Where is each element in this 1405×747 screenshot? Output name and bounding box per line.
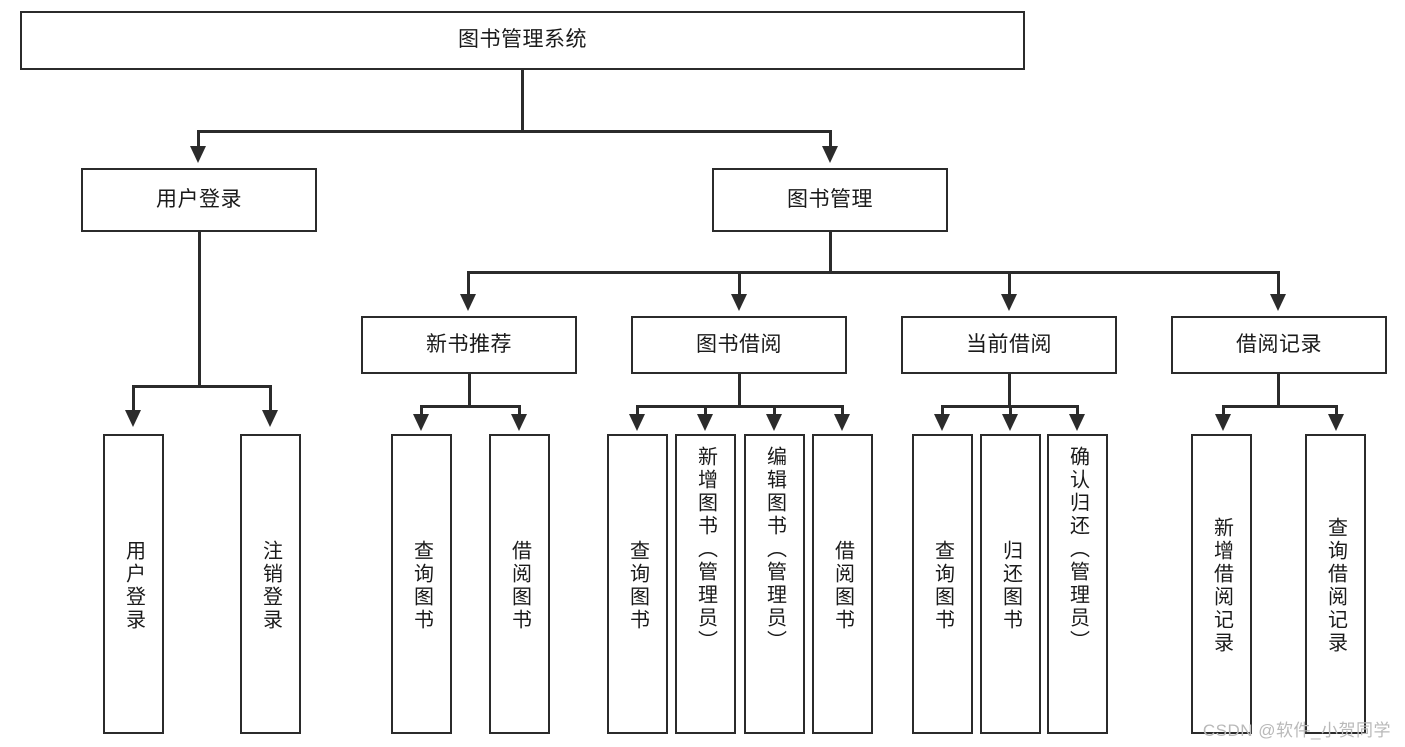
leaf-label: 查询图书 (410, 540, 433, 632)
connector-current-borrow-leaf-3 (1076, 405, 1079, 417)
arrowhead-user-login (190, 146, 206, 163)
connector-to-user-login (197, 130, 200, 148)
connector-current-borrow-leaf-2 (1009, 405, 1012, 417)
connector-root-down (521, 70, 524, 132)
leaf-label: 查询借阅记录 (1324, 517, 1347, 655)
node-label: 借阅记录 (1236, 332, 1322, 356)
leaf-label: 注销登录 (259, 540, 282, 632)
node-label: 图书管理系统 (458, 28, 587, 52)
leaf-current-borrow-confirm-return[interactable]: 确认归还（管理员） (1047, 434, 1108, 734)
node-label: 用户登录 (156, 187, 242, 211)
connector-to-book-management (829, 130, 832, 148)
arrowhead-borrow-record (1270, 294, 1286, 311)
connector-borrow-record-leaf-2 (1335, 405, 1338, 417)
node-book-borrow[interactable]: 图书借阅 (631, 316, 847, 374)
arrowhead-current-borrow (1001, 294, 1017, 311)
leaf-label: 用户登录 (122, 540, 145, 632)
arrowhead-book-borrow-leaf-1 (629, 414, 645, 431)
connector-new-book-down (468, 374, 471, 407)
connector-level2-bar (197, 130, 831, 133)
connector-book-borrow-leaf-1 (636, 405, 639, 417)
connector-to-current-borrow (1008, 271, 1011, 297)
node-label: 当前借阅 (966, 332, 1052, 356)
arrowhead-borrow-record-leaf-2 (1328, 414, 1344, 431)
connector-to-book-borrow (738, 271, 741, 297)
connector-to-new-book (467, 271, 470, 297)
connector-book-borrow-leaf-2 (704, 405, 707, 417)
connector-book-borrow-bar (636, 405, 842, 408)
arrowhead-current-borrow-leaf-2 (1002, 414, 1018, 431)
leaf-borrow-record-add-record[interactable]: 新增借阅记录 (1191, 434, 1252, 734)
arrowhead-user-login-leaf-2 (262, 410, 278, 427)
node-user-login[interactable]: 用户登录 (81, 168, 317, 232)
connector-level3-bar (467, 271, 1279, 274)
leaf-book-borrow-add-book[interactable]: 新增图书（管理员） (675, 434, 736, 734)
leaf-user-login-login[interactable]: 用户登录 (103, 434, 164, 734)
connector-user-login-leaf-1 (132, 385, 135, 413)
arrowhead-new-book-leaf-1 (413, 414, 429, 431)
connector-current-borrow-leaf-1 (941, 405, 944, 417)
leaf-book-borrow-query-book[interactable]: 查询图书 (607, 434, 668, 734)
arrowhead-book-borrow-leaf-2 (697, 414, 713, 431)
leaf-user-login-logout[interactable]: 注销登录 (240, 434, 301, 734)
arrowhead-current-borrow-leaf-3 (1069, 414, 1085, 431)
leaf-current-borrow-query-book[interactable]: 查询图书 (912, 434, 973, 734)
leaf-label: 新增图书（管理员） (694, 446, 717, 653)
connector-new-book-leaf-1 (420, 405, 423, 417)
leaf-label: 确认归还（管理员） (1066, 446, 1089, 653)
arrowhead-book-management (822, 146, 838, 163)
leaf-label: 归还图书 (999, 540, 1022, 632)
arrowhead-new-book (460, 294, 476, 311)
leaf-label: 编辑图书（管理员） (763, 446, 786, 653)
connector-borrow-record-down (1277, 374, 1280, 407)
node-label: 图书管理 (787, 187, 873, 211)
connector-user-login-down (198, 232, 201, 387)
leaf-label: 查询图书 (931, 540, 954, 632)
leaf-new-book-query-book[interactable]: 查询图书 (391, 434, 452, 734)
arrowhead-current-borrow-leaf-1 (934, 414, 950, 431)
node-current-borrow[interactable]: 当前借阅 (901, 316, 1117, 374)
node-root-book-management-system[interactable]: 图书管理系统 (20, 11, 1025, 70)
leaf-label: 查询图书 (626, 540, 649, 632)
connector-book-borrow-down (738, 374, 741, 407)
arrowhead-borrow-record-leaf-1 (1215, 414, 1231, 431)
node-borrow-record[interactable]: 借阅记录 (1171, 316, 1387, 374)
leaf-book-borrow-edit-book[interactable]: 编辑图书（管理员） (744, 434, 805, 734)
watermark-text: CSDN @软件_小贺同学 (1202, 721, 1391, 740)
arrowhead-book-borrow (731, 294, 747, 311)
leaf-label: 借阅图书 (831, 540, 854, 632)
node-book-management[interactable]: 图书管理 (712, 168, 948, 232)
connector-new-book-bar (420, 405, 518, 408)
connector-book-borrow-leaf-4 (841, 405, 844, 417)
node-new-book-recommendation[interactable]: 新书推荐 (361, 316, 577, 374)
leaf-label: 新增借阅记录 (1210, 517, 1233, 655)
node-label: 新书推荐 (426, 332, 512, 356)
connector-borrow-record-bar (1222, 405, 1337, 408)
arrowhead-book-borrow-leaf-3 (766, 414, 782, 431)
leaf-label: 借阅图书 (508, 540, 531, 632)
leaf-new-book-borrow-book[interactable]: 借阅图书 (489, 434, 550, 734)
connector-book-management-down (829, 232, 832, 273)
connector-user-login-leaf-2 (269, 385, 272, 413)
connector-new-book-leaf-2 (518, 405, 521, 417)
arrowhead-user-login-leaf-1 (125, 410, 141, 427)
connector-to-borrow-record (1277, 271, 1280, 297)
node-label: 图书借阅 (696, 332, 782, 356)
connector-borrow-record-leaf-1 (1222, 405, 1225, 417)
connector-book-borrow-leaf-3 (773, 405, 776, 417)
connector-current-borrow-down (1008, 374, 1011, 407)
arrowhead-book-borrow-leaf-4 (834, 414, 850, 431)
leaf-current-borrow-return-book[interactable]: 归还图书 (980, 434, 1041, 734)
connector-user-login-bar (132, 385, 269, 388)
leaf-borrow-record-query-record[interactable]: 查询借阅记录 (1305, 434, 1366, 734)
arrowhead-new-book-leaf-2 (511, 414, 527, 431)
leaf-book-borrow-borrow-book[interactable]: 借阅图书 (812, 434, 873, 734)
